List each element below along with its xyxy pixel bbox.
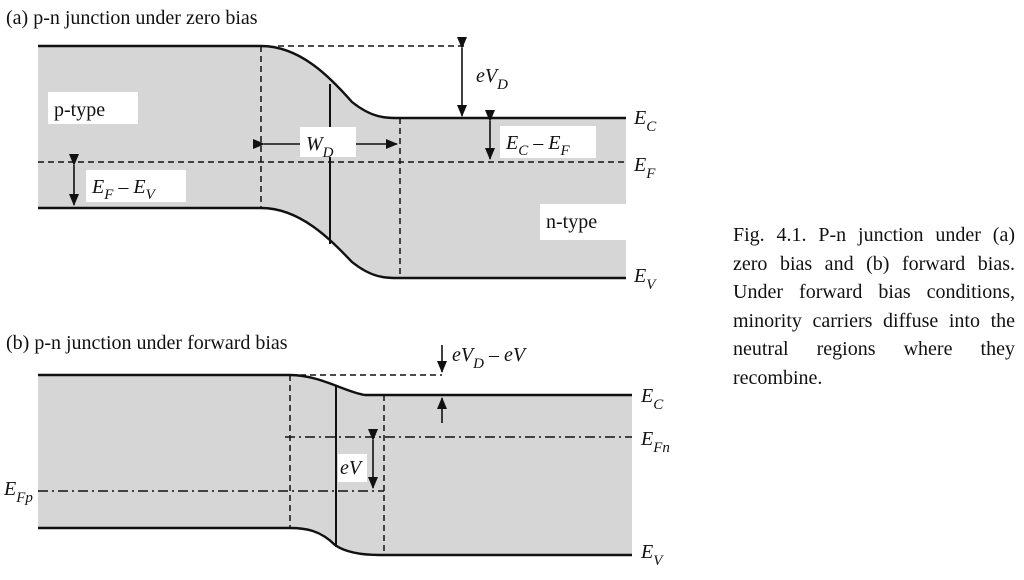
ec-ef-label: EC – EF [505,132,570,159]
p-type-box [48,92,138,124]
panel-b-ec-label: EC [640,385,664,413]
panel-a-conduction-band-edge [38,44,626,120]
panel-b: (b) p-n junction under forward bias eVD … [3,332,670,569]
figure-caption: Fig. 4.1. P-n junction under (a) zero bi… [733,224,1015,389]
panel-a-ec-label: EC [633,107,657,135]
p-type-label: p-type [54,99,105,121]
reduced-barrier-label: eVD – eV [452,344,528,372]
ef-ev-label: EF – EV [91,176,157,203]
applied-bias-label: eV [340,457,364,479]
panel-a: (a) p-n junction under zero bias p-type … [6,7,657,293]
ec-ef-box [500,126,596,158]
n-type-label: n-type [546,211,597,233]
ef-ev-box [86,170,186,202]
depletion-width-box [300,127,356,157]
panel-b-ev-label: EV [640,541,664,569]
n-type-box [540,204,626,240]
panel-a-valence-band-edge [38,206,626,280]
applied-bias-box [338,454,367,482]
panel-b-efn-label: EFn [640,428,670,456]
panel-a-ev-label: EV [633,265,657,293]
panel-a-ef-label: EF [633,154,656,182]
panel-b-title: (b) p-n junction under forward bias [6,332,288,354]
panel-a-title: (a) p-n junction under zero bias [6,7,258,29]
depletion-width-label: WD [306,133,334,161]
panel-b-efp-label: EFp [3,478,33,506]
built-in-potential-label: eVD [476,65,508,93]
